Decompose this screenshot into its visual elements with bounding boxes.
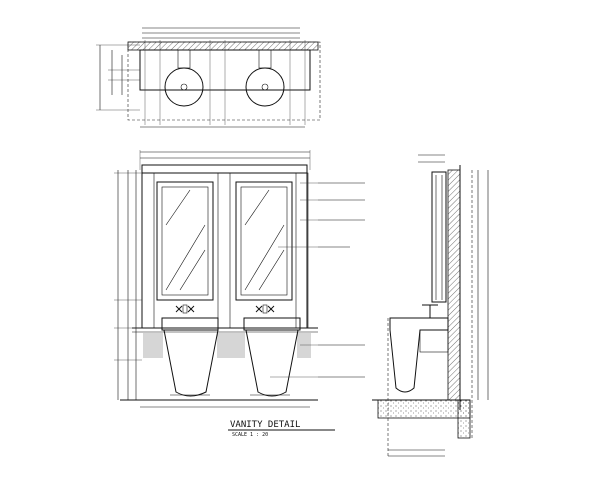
front-elevation xyxy=(114,150,365,408)
plan-view xyxy=(96,27,321,128)
pedestal-basin-left xyxy=(161,317,219,397)
fluted-panels xyxy=(143,333,311,358)
mirror-left xyxy=(156,181,214,301)
sink-right-plan xyxy=(245,67,285,107)
mirror-right xyxy=(235,181,293,301)
drawing-title: VANITY DETAIL xyxy=(230,420,300,430)
sink-left-plan xyxy=(164,67,204,107)
title-block: VANITY DETAIL SCALE 1 : 20 xyxy=(228,420,335,438)
side-section xyxy=(372,154,489,458)
faucet-left xyxy=(175,304,195,314)
pedestal-basin-right xyxy=(243,317,301,397)
drawing-scale: SCALE 1 : 20 xyxy=(232,432,268,438)
faucet-right xyxy=(255,304,275,314)
